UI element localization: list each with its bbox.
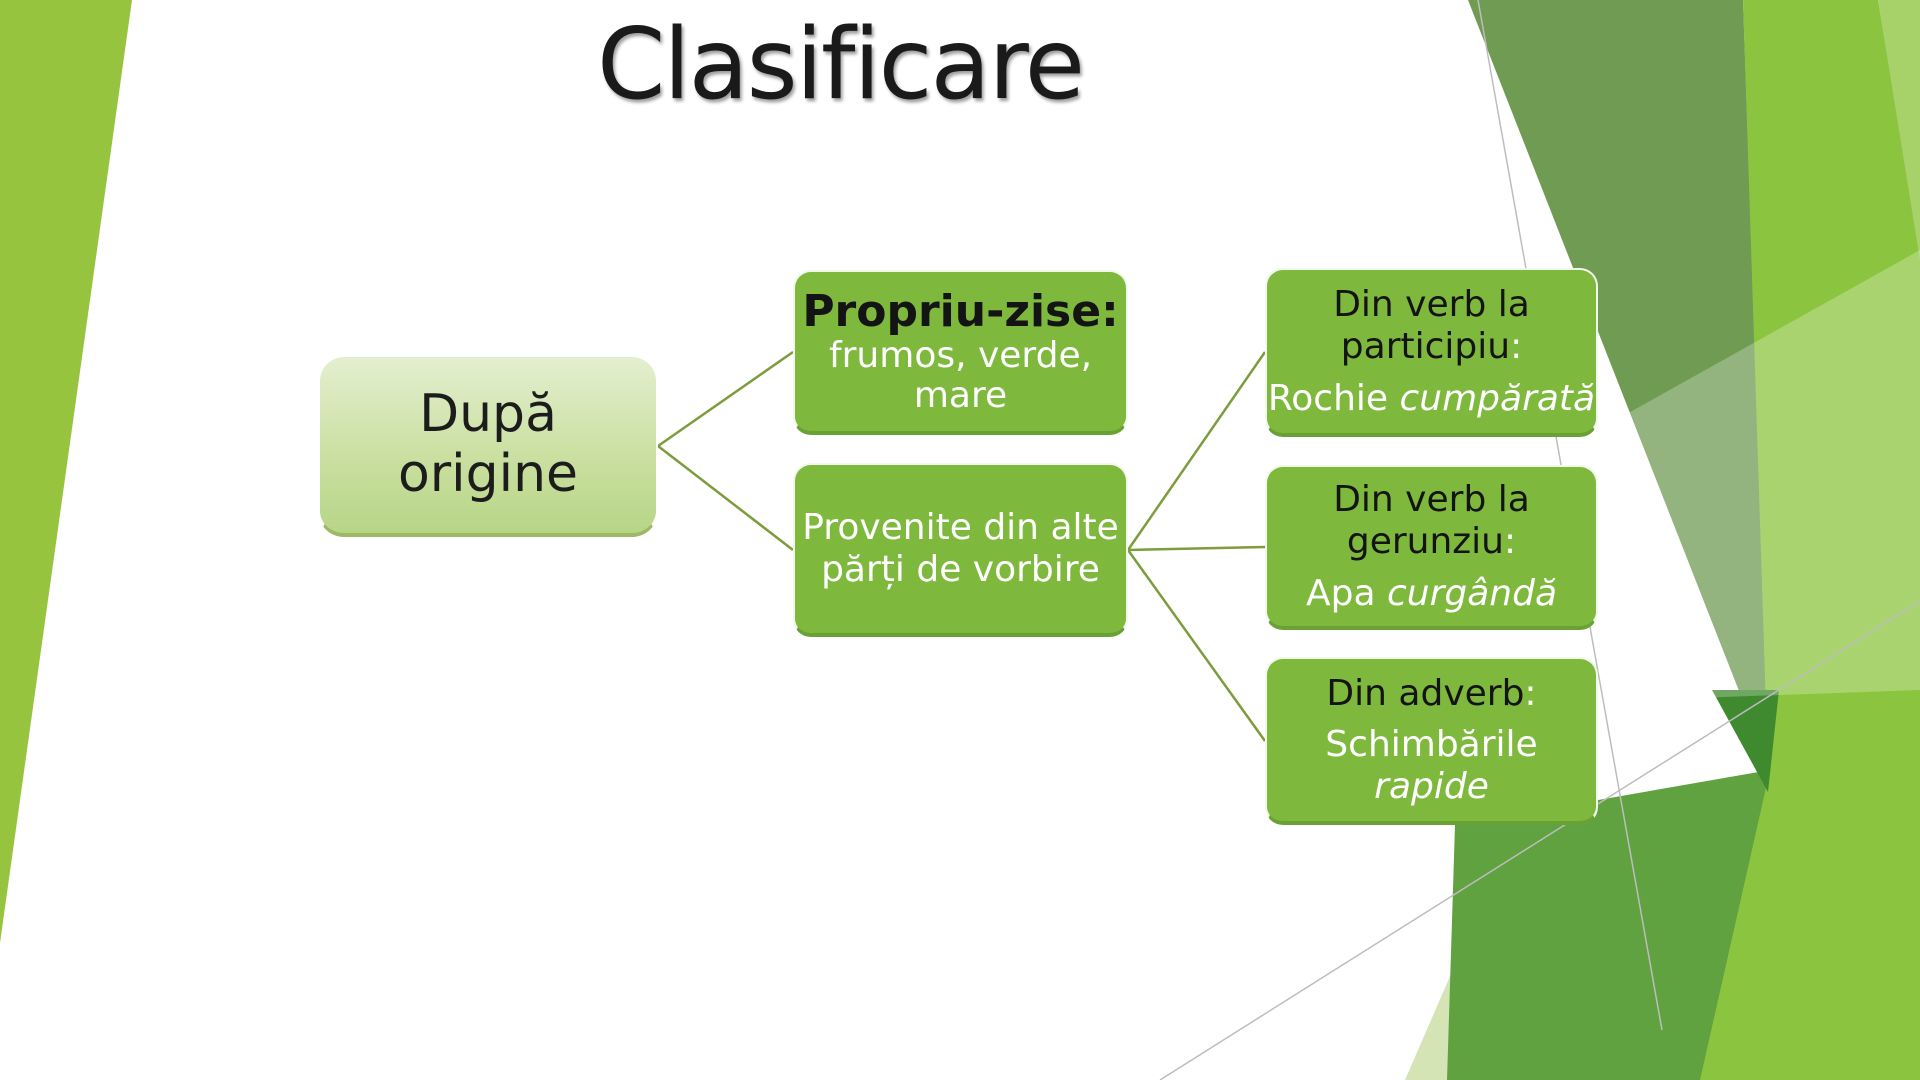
- node-dupa-origine-line1: După: [419, 384, 557, 445]
- translucent-overlay: [1598, 250, 1920, 700]
- node-provenite-line2: părți de vorbire: [821, 549, 1100, 590]
- node-propriu-zise-example-line1: frumos, verde,: [828, 334, 1093, 376]
- right-sage-wedge: [1468, 0, 1770, 770]
- node-participiu: Din verb la participiu: Rochie cumpărată: [1265, 268, 1598, 437]
- node-adverb-title: Din adverb:: [1326, 672, 1537, 714]
- node-gerunziu-title-line2: gerunziu:: [1346, 520, 1517, 562]
- right-bright-band: [1690, 0, 1920, 1080]
- node-participiu-title-line2: participiu:: [1340, 325, 1523, 367]
- top-right-light-corner: [1878, 0, 1920, 260]
- node-gerunziu: Din verb la gerunziu: Apa curgândă: [1265, 465, 1598, 630]
- node-adverb: Din adverb: Schimbările rapide: [1265, 657, 1598, 825]
- node-participiu-title-line1: Din verb la: [1333, 284, 1530, 326]
- node-dupa-origine: După origine: [318, 355, 658, 537]
- node-gerunziu-title-line1: Din verb la: [1333, 479, 1530, 521]
- connector-provenite-to-gerunziu: [1127, 545, 1266, 552]
- node-adverb-example-line2: rapide: [1374, 765, 1489, 807]
- connector-root-to-propriu: [657, 350, 794, 448]
- thin-diagonal-line-shallow: [1159, 600, 1920, 1080]
- node-provenite-line1: Provenite din alte: [802, 506, 1119, 548]
- node-propriu-zise-title: Propriu-zise:: [802, 285, 1119, 337]
- node-propriu-zise: Propriu-zise: frumos, verde, mare: [793, 270, 1128, 435]
- node-participiu-example: Rochie cumpărată: [1267, 377, 1596, 419]
- connector-provenite-to-adverb: [1126, 549, 1267, 742]
- connector-provenite-to-participiu: [1126, 351, 1267, 551]
- node-gerunziu-example: Apa curgândă: [1305, 572, 1558, 614]
- node-dupa-origine-line2: origine: [397, 444, 579, 504]
- connector-root-to-provenite: [657, 445, 794, 551]
- small-dark-wedge: [1712, 690, 1779, 792]
- node-adverb-example-line1: Schimbările: [1325, 724, 1538, 766]
- node-propriu-zise-example-line2: mare: [913, 375, 1008, 417]
- left-green-wedge: [0, 0, 132, 943]
- slide-title: Clasificare: [596, 8, 1085, 122]
- node-provenite: Provenite din alte părți de vorbire: [793, 463, 1128, 637]
